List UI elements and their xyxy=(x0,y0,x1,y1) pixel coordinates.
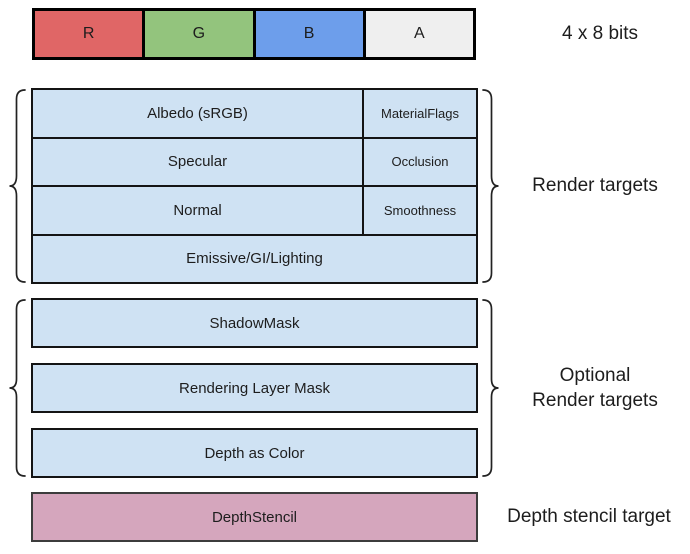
right-brace-render-targets xyxy=(482,89,499,283)
left-brace-render-targets xyxy=(9,89,26,283)
bit-depth-caption: 4 x 8 bits xyxy=(561,23,639,44)
box-depth-as-color: Depth as Color xyxy=(31,428,478,478)
channel-cell-blue: B xyxy=(252,11,363,57)
box-rendering-layer-mask: Rendering Layer Mask xyxy=(31,363,478,413)
depth-stencil-caption: Depth stencil target xyxy=(507,506,671,527)
table-row: Specular Occlusion xyxy=(33,136,476,185)
cell-occlusion: Occlusion xyxy=(362,138,476,185)
table-row: Normal Smoothness xyxy=(33,185,476,234)
left-brace-optional-targets xyxy=(9,299,26,477)
box-shadowmask: ShadowMask xyxy=(31,298,478,348)
table-row: Albedo (sRGB) MaterialFlags xyxy=(33,90,476,137)
table-row: Emissive/GI/Lighting xyxy=(33,233,476,283)
cell-smoothness: Smoothness xyxy=(362,187,476,234)
optional-targets-caption-line2: Render targets xyxy=(532,390,658,411)
render-targets-caption: Render targets xyxy=(532,175,658,196)
channel-format-bar: R G B A xyxy=(32,8,476,60)
cell-normal: Normal xyxy=(173,201,222,219)
right-brace-optional-targets xyxy=(482,299,499,477)
cell-albedo: Albedo (sRGB) xyxy=(147,104,248,122)
cell-emissive: Emissive/GI/Lighting xyxy=(186,250,323,268)
channel-cell-alpha: A xyxy=(362,11,473,57)
channel-cell-green: G xyxy=(142,11,253,57)
cell-materialflags: MaterialFlags xyxy=(362,90,476,137)
render-targets-table: Albedo (sRGB) MaterialFlags Specular Occ… xyxy=(31,88,478,284)
channel-cell-red: R xyxy=(35,11,143,57)
cell-specular: Specular xyxy=(167,153,228,171)
optional-targets-caption-line1: Optional xyxy=(559,364,631,386)
optional-targets-caption: Optional Render targets xyxy=(500,298,690,478)
box-depthstencil: DepthStencil xyxy=(31,492,478,542)
